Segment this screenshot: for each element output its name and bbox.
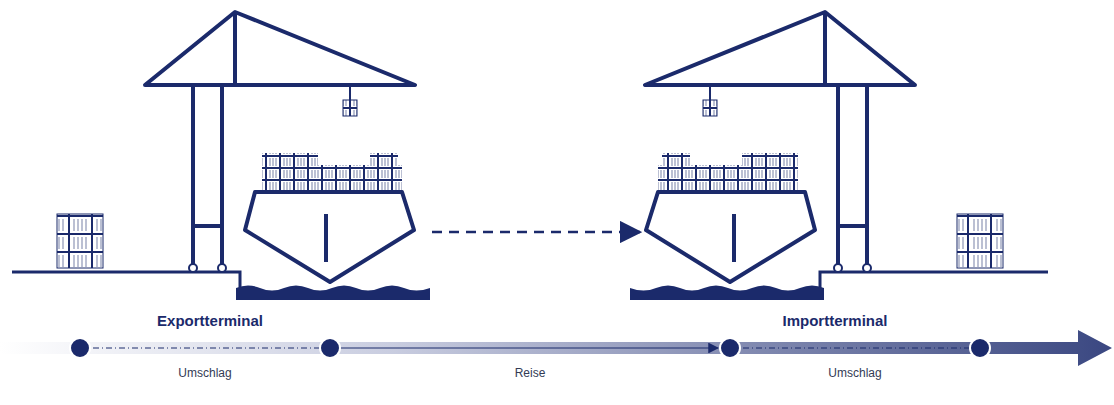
phase-label: Reise xyxy=(515,366,546,380)
terminal-illustration xyxy=(630,12,1048,300)
phase-label: Umschlag xyxy=(178,366,231,380)
timeline-dot xyxy=(70,338,90,358)
terminal-label: Importterminal xyxy=(782,312,887,330)
ship-hull xyxy=(245,192,414,282)
timeline-dot xyxy=(320,338,340,358)
timeline-segment xyxy=(330,347,718,348)
timeline-dot xyxy=(720,338,740,358)
container-stack xyxy=(57,214,103,268)
phase-label: Umschlag xyxy=(828,366,881,380)
hanging-container xyxy=(343,100,357,116)
ship-mast xyxy=(324,214,328,262)
water xyxy=(236,286,430,301)
voyage-arrow xyxy=(432,231,640,234)
terminal-illustration xyxy=(12,12,430,300)
timeline-dot xyxy=(970,338,990,358)
crane-wheel xyxy=(218,264,226,272)
timeline-segment xyxy=(80,348,330,349)
quay-line xyxy=(12,272,240,290)
ship-cargo xyxy=(262,153,402,191)
timeline-segment xyxy=(730,348,980,349)
timeline-band xyxy=(0,330,1112,366)
crane-wheel xyxy=(189,264,197,272)
terminal-label: Exportterminal xyxy=(157,312,263,330)
